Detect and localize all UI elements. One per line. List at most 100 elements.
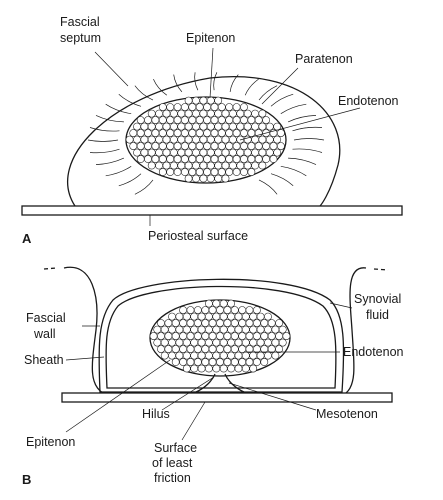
fascicle xyxy=(275,319,283,327)
fascicle xyxy=(169,161,178,170)
fascicle xyxy=(251,161,259,170)
fascicle xyxy=(188,142,197,150)
fascicle xyxy=(217,103,226,111)
fascicle xyxy=(133,122,141,131)
fascicle xyxy=(179,345,187,353)
fascicle xyxy=(166,155,175,163)
fascicle xyxy=(158,155,167,163)
fascicle xyxy=(273,135,282,144)
fascial-wall-dash-left xyxy=(43,267,57,270)
fascicle xyxy=(166,142,175,150)
paratenon-fiber xyxy=(287,115,317,123)
fascicle xyxy=(155,135,163,144)
label-fascial-septum-2: septum xyxy=(60,31,101,45)
fascicle xyxy=(228,122,237,131)
tendon-fascicles-b xyxy=(149,299,291,373)
fascicle xyxy=(219,299,228,308)
paratenon-fiber xyxy=(134,179,154,195)
fascicle xyxy=(232,129,241,137)
paratenon-fiber xyxy=(105,166,132,177)
fascicle xyxy=(219,364,228,373)
fascicle xyxy=(175,351,184,360)
fascicle xyxy=(204,325,213,334)
fascicle xyxy=(249,325,258,334)
fascicle xyxy=(158,129,167,137)
fascicle xyxy=(214,174,223,183)
fascicle xyxy=(144,129,152,137)
paratenon-fiber xyxy=(194,72,199,91)
fascicle xyxy=(247,116,256,124)
fascicle xyxy=(216,319,224,327)
fascicle xyxy=(188,129,197,137)
label-fascial-septum: Fascial xyxy=(60,15,100,29)
fascicle xyxy=(195,116,204,124)
fascicle xyxy=(265,148,274,157)
fascicle xyxy=(240,103,248,111)
fascicle xyxy=(249,364,258,373)
label-epitenon-a: Epitenon xyxy=(186,31,235,45)
fascicle xyxy=(214,122,223,131)
fascicle xyxy=(258,161,267,170)
fascicle xyxy=(164,319,173,327)
fascicle xyxy=(166,168,175,176)
fascicle xyxy=(225,103,234,111)
fascicle xyxy=(160,325,169,334)
fascicle xyxy=(158,142,167,150)
paratenon-fiber xyxy=(173,74,183,93)
fascicle xyxy=(203,103,211,111)
fascicle xyxy=(225,129,234,137)
fascicle xyxy=(155,122,163,131)
fascicle xyxy=(221,161,230,170)
fascicle xyxy=(225,168,234,176)
fascicle xyxy=(251,135,259,144)
fascicle xyxy=(227,364,235,373)
fascicle xyxy=(256,312,265,321)
fascicle xyxy=(206,161,215,170)
fascicle xyxy=(184,109,193,118)
fascicle xyxy=(193,319,202,327)
fascicle xyxy=(188,116,197,124)
fascicle xyxy=(147,161,156,170)
fascicle xyxy=(136,142,145,150)
fascicle xyxy=(173,168,182,176)
fascicle xyxy=(245,306,254,314)
fascicle xyxy=(180,168,189,176)
fascicle xyxy=(147,148,156,157)
paratenon-fiber xyxy=(280,103,307,114)
fascicle xyxy=(192,109,200,118)
fascicle xyxy=(173,116,182,124)
fascicle xyxy=(133,135,141,144)
paratenon-outline xyxy=(67,76,341,207)
fascicle xyxy=(221,148,230,157)
paratenon-fibers xyxy=(87,72,325,195)
epitenon-boundary-b xyxy=(149,299,291,377)
fascicle xyxy=(249,351,258,360)
fascicle xyxy=(221,122,230,131)
fascicle xyxy=(157,332,165,340)
paratenon-fiber xyxy=(288,157,317,165)
fascicle xyxy=(236,122,245,131)
fascicle xyxy=(251,109,259,118)
fascicle xyxy=(140,135,149,144)
fascicle xyxy=(186,306,195,314)
fascicle xyxy=(238,345,247,353)
fascicle xyxy=(232,142,241,150)
fascicle xyxy=(223,332,232,340)
fascicle xyxy=(238,319,247,327)
fascicle xyxy=(269,155,278,163)
fascicle xyxy=(240,155,248,163)
fascicle xyxy=(214,161,223,170)
fascicle xyxy=(197,351,206,360)
fascicle xyxy=(247,155,256,163)
fascicle xyxy=(149,332,158,340)
fascicle xyxy=(217,142,226,150)
fascicle xyxy=(232,116,241,124)
fascicle xyxy=(265,122,274,131)
fascicle xyxy=(186,332,195,340)
label-synovial-fluid: Synovial xyxy=(354,292,401,306)
label-synovial-fluid-2: fluid xyxy=(366,308,389,322)
fascicle xyxy=(179,306,187,314)
fascicle xyxy=(260,332,269,340)
fascicle xyxy=(252,306,261,314)
